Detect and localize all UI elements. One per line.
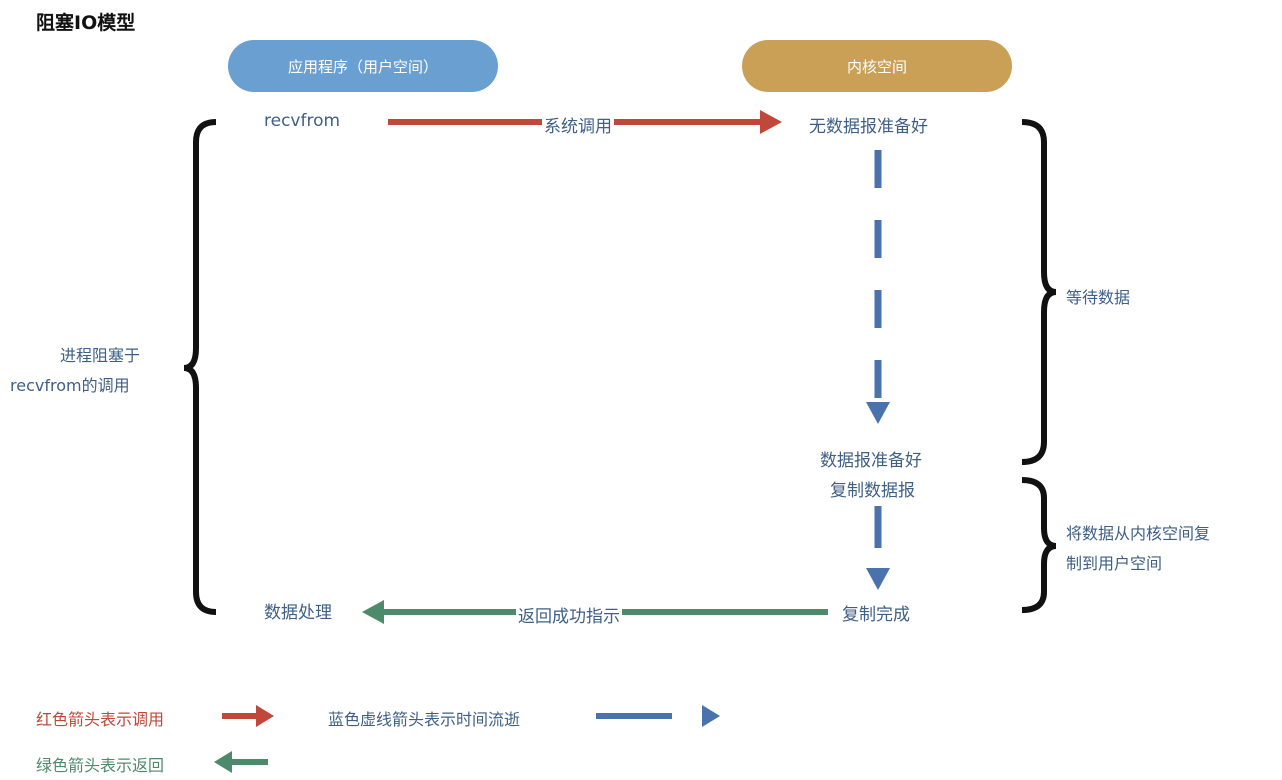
legend-red-label: 红色箭头表示调用: [36, 710, 165, 729]
app-space-header: 应用程序（用户空间）: [228, 40, 498, 92]
no-data-label: 无数据报准备好: [809, 117, 928, 137]
blocked-label-line1: 进程阻塞于: [60, 346, 141, 365]
copy-data-label: 复制数据报: [830, 481, 915, 501]
legend-blue-label: 蓝色虚线箭头表示时间流逝: [328, 710, 521, 729]
wait-brace: [1021, 119, 1057, 465]
kernel-space-header: 内核空间: [742, 40, 1012, 92]
syscall-label: 系统调用: [542, 112, 614, 137]
app-space-label: 应用程序（用户空间）: [287, 57, 438, 76]
copy-done-label: 复制完成: [842, 605, 910, 625]
blocked-brace: [183, 119, 217, 615]
data-ready-label: 数据报准备好: [820, 451, 922, 471]
wait-dashed-arrow: [866, 150, 890, 424]
blocked-label-line2: recvfrom的调用: [10, 376, 130, 395]
diagram-title: 阻塞IO模型: [36, 12, 136, 34]
copy-brace: [1021, 477, 1057, 613]
process-data-label: 数据处理: [264, 603, 332, 623]
legend-blue-dashed-arrow: [596, 705, 720, 727]
legend-red-arrow: [222, 705, 274, 727]
copy-dashed-arrow: [866, 506, 890, 590]
return-ok-label: 返回成功指示: [516, 602, 622, 627]
recvfrom-label: recvfrom: [264, 111, 341, 131]
kernel-space-label: 内核空间: [846, 57, 907, 76]
copy-phase-label-line1: 将数据从内核空间复: [1066, 524, 1211, 543]
legend-green-arrow: [214, 751, 268, 773]
legend-green-label: 绿色箭头表示返回: [36, 756, 165, 775]
wait-phase-label: 等待数据: [1066, 288, 1131, 307]
copy-phase-label-line2: 制到用户空间: [1066, 554, 1163, 573]
